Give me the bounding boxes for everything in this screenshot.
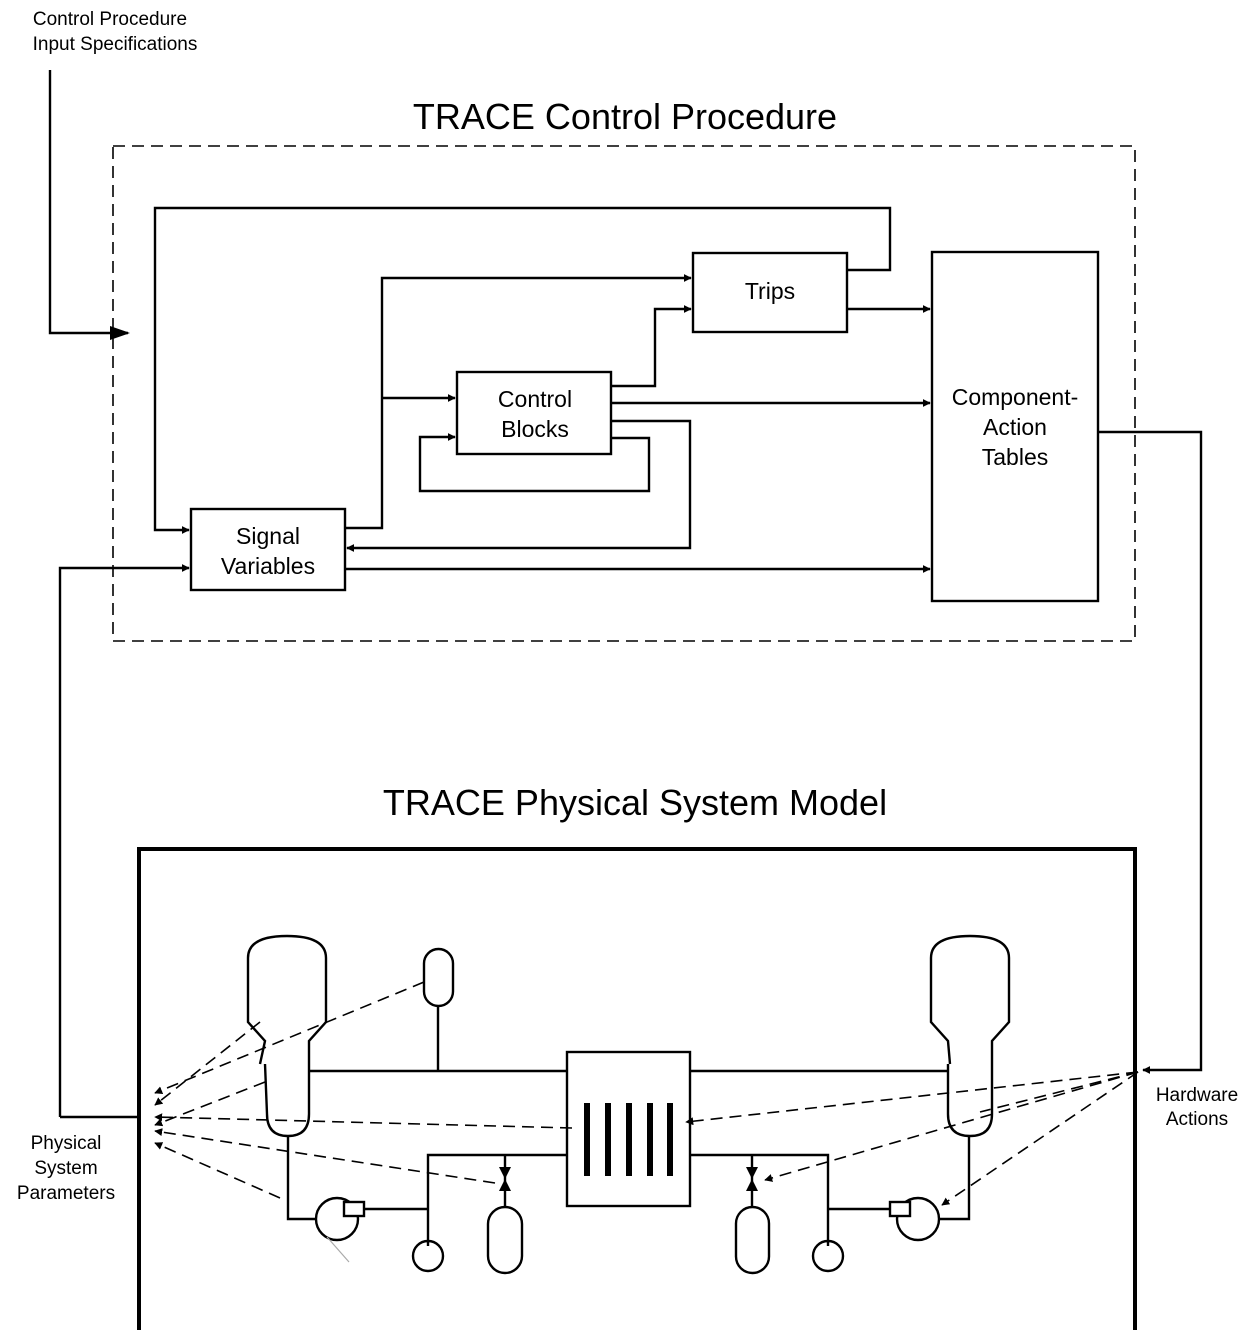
control-procedure-title: TRACE Control Procedure: [413, 96, 837, 137]
right-accumulator: [734, 1205, 771, 1275]
signal-variables-label-line1: Signal: [236, 523, 300, 549]
pressurizer: [422, 947, 455, 1008]
physical-parameters-label-line2: System: [34, 1158, 97, 1179]
right-steam-generator: [929, 934, 1011, 1138]
left-accumulator: [486, 1205, 524, 1275]
cat-label-line3: Tables: [982, 444, 1048, 470]
hardware-actions-label-line1: Hardware: [1156, 1085, 1238, 1106]
physical-parameter-dashed-arrows: [154, 981, 573, 1199]
physical-parameters-label-line3: Parameters: [17, 1183, 115, 1204]
right-tank: [811, 1239, 845, 1273]
control-blocks-block: [455, 370, 613, 456]
trips-block: [691, 251, 849, 334]
input-spec-label-line2: Input Specifications: [33, 34, 198, 55]
left-steam-generator: [246, 934, 328, 1138]
hardware-actions-label-line2: Actions: [1166, 1109, 1228, 1130]
cat-label-line2: Action: [983, 414, 1047, 440]
right-pump: [888, 1196, 941, 1242]
right-valve: [746, 1167, 758, 1191]
cat-label-line1: Component-: [952, 384, 1079, 410]
hardware-action-dashed-arrows: [685, 1071, 1139, 1206]
cat-to-hardware-actions-arrow: [1098, 430, 1203, 1074]
input-spec-label-line1: Control Procedure: [33, 9, 187, 30]
trips-label: Trips: [745, 278, 795, 304]
physical-parameters-label-line1: Physical: [31, 1133, 102, 1154]
signal-variables-block: [189, 507, 347, 592]
control-blocks-to-trips-arrow: [611, 305, 692, 388]
signal-variables-label-line2: Variables: [221, 553, 315, 579]
reactor-core-rods: [584, 1103, 673, 1176]
control-blocks-label-line1: Control: [498, 386, 572, 412]
physical-model-title: TRACE Physical System Model: [383, 782, 887, 823]
left-pump: [314, 1196, 366, 1263]
physical-parameters-to-signal-variables-arrow: [58, 564, 190, 1117]
trips-to-signal-variables-arrow: [153, 206, 892, 534]
component-action-tables-block: [930, 250, 1100, 603]
signal-variables-to-trips-arrow: [345, 274, 692, 530]
control-blocks-feedback-arrow: [418, 433, 651, 493]
input-spec-arrow: [48, 70, 130, 340]
control-blocks-to-signal-variables-arrow: [346, 419, 692, 552]
physical-model-boundary: [137, 847, 1137, 1330]
left-tank: [411, 1239, 445, 1273]
left-valve: [499, 1167, 511, 1191]
control-blocks-label-line2: Blocks: [501, 416, 569, 442]
